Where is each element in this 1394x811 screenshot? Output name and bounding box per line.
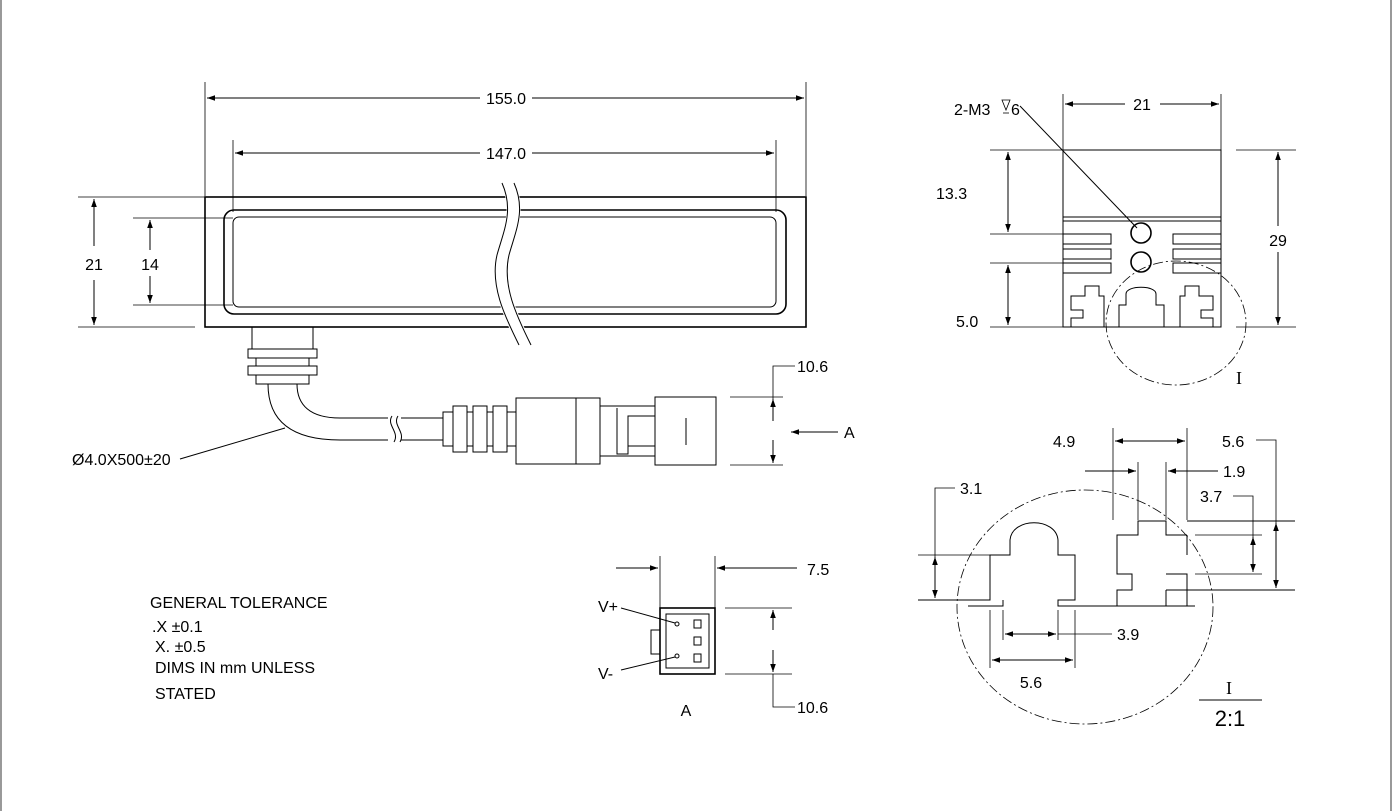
detail-scale: 2:1 xyxy=(1215,706,1246,731)
view-a-width: 7.5 xyxy=(807,562,829,579)
main-side-view: 155.0 147.0 21 14 xyxy=(72,82,855,469)
dim-connector-height: 10.6 xyxy=(797,359,828,376)
dim-detail-3-7: 3.7 xyxy=(1200,489,1222,506)
note-dims-2: STATED xyxy=(155,686,216,703)
view-a-height: 10.6 xyxy=(797,700,828,717)
detail-marker-bottom: I xyxy=(1226,678,1232,698)
view-a: 7.5 V+ V- 10.6 A xyxy=(598,556,829,720)
dim-detail-5-6-right: 5.6 xyxy=(1222,434,1244,451)
dim-profile-width: 21 xyxy=(1133,97,1151,114)
view-arrow-label: A xyxy=(844,425,855,442)
dim-height-inner: 14 xyxy=(141,257,159,274)
dim-inner-length: 147.0 xyxy=(486,146,526,163)
note-tolerance-2: X. ±0.5 xyxy=(155,639,206,656)
dim-profile-lower: 5.0 xyxy=(956,314,978,331)
view-a-vminus: V- xyxy=(598,666,613,683)
dim-detail-5-6-bottom: 5.6 xyxy=(1020,675,1042,692)
note-tolerance-1: .X ±0.1 xyxy=(152,619,203,636)
note-tolerance-title: GENERAL TOLERANCE xyxy=(150,595,328,612)
thread-depth: 6 xyxy=(1011,102,1020,119)
view-a-vplus: V+ xyxy=(598,599,618,616)
note-dims-1: DIMS IN mm UNLESS xyxy=(155,660,315,677)
dim-detail-4-9: 4.9 xyxy=(1053,434,1075,451)
detail-marker-top: I xyxy=(1236,368,1242,388)
dim-detail-3-1: 3.1 xyxy=(960,481,982,498)
general-notes: GENERAL TOLERANCE .X ±0.1 X. ±0.5 DIMS I… xyxy=(150,595,328,703)
view-a-label: A xyxy=(681,703,692,720)
dim-detail-3-9: 3.9 xyxy=(1117,627,1139,644)
thread-spec: 2-M3 xyxy=(954,102,991,119)
dim-height-outer: 21 xyxy=(85,257,103,274)
detail-view: 4.9 1.9 5.6 3.7 3.1 3.9 5.6 I xyxy=(918,428,1295,731)
dim-overall-length: 155.0 xyxy=(486,91,526,108)
profile-end-view: 21 I 2-M3 6 29 xyxy=(936,94,1296,388)
dim-profile-height: 29 xyxy=(1269,233,1287,250)
dim-profile-upper: 13.3 xyxy=(936,186,967,203)
dim-detail-1-9: 1.9 xyxy=(1223,464,1245,481)
cable-spec: Ø4.0X500±20 xyxy=(72,452,171,469)
